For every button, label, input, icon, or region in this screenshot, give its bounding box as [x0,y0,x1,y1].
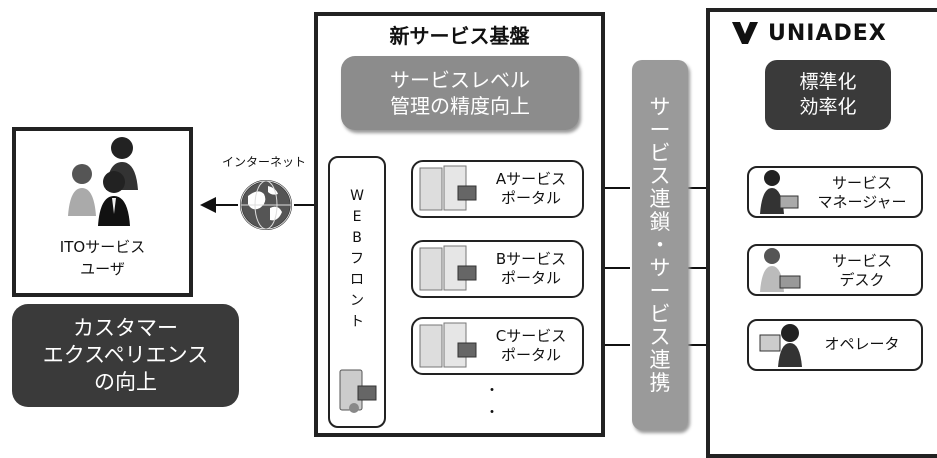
internet-label: インターネット [221,155,306,169]
service-link-bar [632,60,688,430]
users-people-icon [68,137,138,226]
uniadex-logo-icon [732,22,758,44]
vertical-char: ・ [649,232,671,257]
server-icon [419,322,477,368]
globe-icon [240,180,292,230]
platform-title: 新サービス基盤 [389,24,530,48]
service-link-label: サービス連鎖・サービス連携 [632,80,688,410]
vertical-char: 連 [649,186,671,211]
vertical-char: サ [649,94,671,119]
vertical-char: サ [649,255,671,280]
role-operator-label: オペレータ [824,335,900,353]
server-icon [419,165,477,211]
customer-experience-box: カスタマー エクスペリエンス の向上 [12,304,239,407]
vertical-char: W [350,188,364,204]
role-manager-label: サービス マネージャー [817,174,907,211]
portal-b-label: Bサービス ポータル [495,250,567,287]
vertical-char: ロ [350,272,364,288]
ito-user-label: ITOサービス ユーザ [59,238,146,278]
vertical-char: 連 [649,347,671,372]
vertical-char: ー [649,278,671,303]
vertical-char: 鎖 [649,209,671,234]
vendor-logo: UNIADEX [730,18,930,48]
manager-person-icon [760,170,799,214]
vertical-char: ス [649,324,671,349]
vertical-char: E [352,209,362,225]
desk-person-icon [760,248,801,292]
vertical-char: ー [649,117,671,142]
vertical-char: ビ [649,301,671,326]
vertical-char: ビ [649,140,671,165]
vertical-char: ス [649,163,671,188]
vertical-char: ト [350,314,364,330]
standardization-box: 標準化 効率化 [765,60,891,130]
vertical-char: ン [350,293,364,309]
role-desk-label: サービス デスク [831,252,892,289]
server-icon [419,245,477,291]
portal-c-label: Cサービス ポータル [495,327,567,364]
vertical-char: B [352,230,362,246]
vertical-char: 携 [649,370,671,395]
sla-box: サービスレベル 管理の精度向上 [341,56,579,130]
server-icon [339,369,377,413]
portal-a-label: Aサービス ポータル [495,170,567,207]
operator-person-icon [759,324,802,367]
continuation-dots: ・ ・ [485,383,499,421]
ito-user-frame [12,127,193,297]
vertical-char: フ [350,251,364,267]
